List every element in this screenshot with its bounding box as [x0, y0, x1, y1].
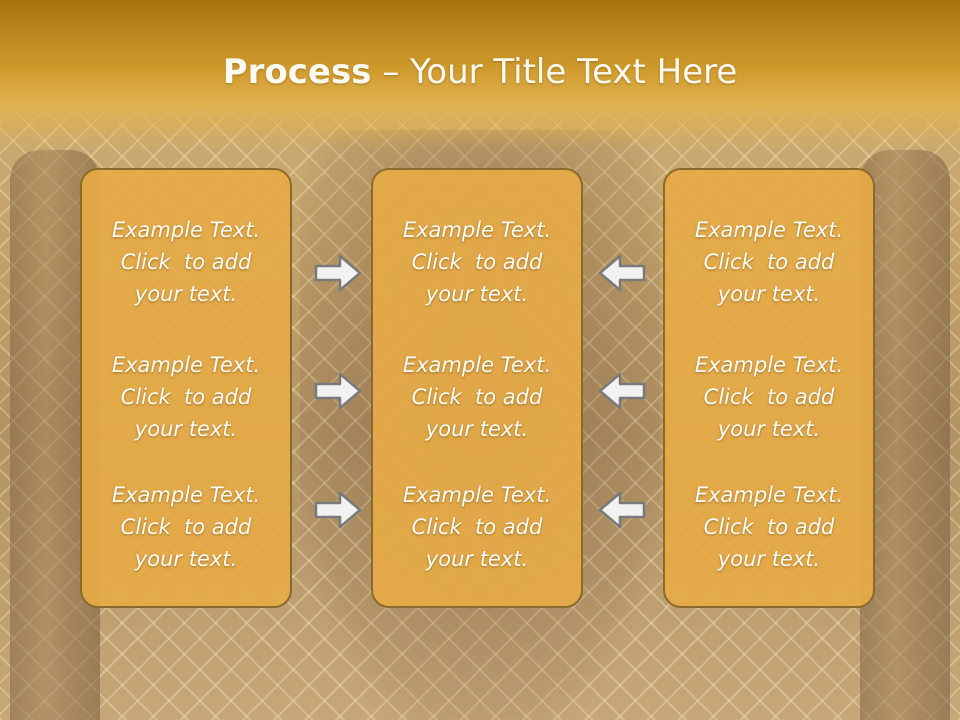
text-line: your text.	[425, 547, 529, 571]
text-line: your text.	[134, 547, 238, 571]
text-item[interactable]: Example Text. Click to add your text.	[373, 479, 581, 575]
text-line: Click to add	[120, 385, 252, 409]
text-line: your text.	[134, 417, 238, 441]
slide-title[interactable]: Process – Your Title Text Here	[0, 52, 960, 92]
text-line: Example Text.	[111, 483, 261, 507]
process-box-left[interactable]: Example Text. Click to add your text. Ex…	[80, 168, 292, 608]
title-bold: Process	[222, 52, 372, 92]
process-box-right[interactable]: Example Text. Click to add your text. Ex…	[663, 168, 875, 608]
text-line: Example Text.	[402, 218, 552, 242]
text-item[interactable]: Example Text. Click to add your text.	[373, 349, 581, 445]
text-line: Example Text.	[694, 218, 844, 242]
text-line: your text.	[717, 282, 821, 306]
arrow-left-icon[interactable]	[598, 371, 646, 411]
arrow-right-icon[interactable]	[314, 253, 362, 293]
text-line: your text.	[425, 282, 529, 306]
title-banner	[0, 0, 960, 150]
text-line: Example Text.	[111, 218, 261, 242]
text-line: Click to add	[411, 515, 543, 539]
arrow-left-icon[interactable]	[598, 253, 646, 293]
text-line: Example Text.	[111, 353, 261, 377]
text-line: your text.	[717, 417, 821, 441]
text-item[interactable]: Example Text. Click to add your text.	[665, 479, 873, 575]
title-rest: – Your Title Text Here	[371, 52, 738, 92]
text-item[interactable]: Example Text. Click to add your text.	[82, 479, 290, 575]
text-line: Click to add	[120, 250, 252, 274]
arrow-right-icon[interactable]	[314, 490, 362, 530]
text-line: Example Text.	[402, 353, 552, 377]
text-line: Example Text.	[402, 483, 552, 507]
text-line: Click to add	[120, 515, 252, 539]
text-item[interactable]: Example Text. Click to add your text.	[82, 349, 290, 445]
text-line: Example Text.	[694, 483, 844, 507]
text-line: Click to add	[703, 385, 835, 409]
text-item[interactable]: Example Text. Click to add your text.	[665, 214, 873, 310]
text-line: Click to add	[411, 385, 543, 409]
text-line: Click to add	[703, 250, 835, 274]
text-line: Example Text.	[694, 353, 844, 377]
text-line: Click to add	[703, 515, 835, 539]
text-item[interactable]: Example Text. Click to add your text.	[82, 214, 290, 310]
process-box-center[interactable]: Example Text. Click to add your text. Ex…	[371, 168, 583, 608]
text-line: Click to add	[411, 250, 543, 274]
arrow-left-icon[interactable]	[598, 490, 646, 530]
text-item[interactable]: Example Text. Click to add your text.	[665, 349, 873, 445]
background-pillar-right	[860, 150, 950, 720]
text-line: your text.	[425, 417, 529, 441]
text-line: your text.	[717, 547, 821, 571]
text-item[interactable]: Example Text. Click to add your text.	[373, 214, 581, 310]
text-line: your text.	[134, 282, 238, 306]
arrow-right-icon[interactable]	[314, 371, 362, 411]
